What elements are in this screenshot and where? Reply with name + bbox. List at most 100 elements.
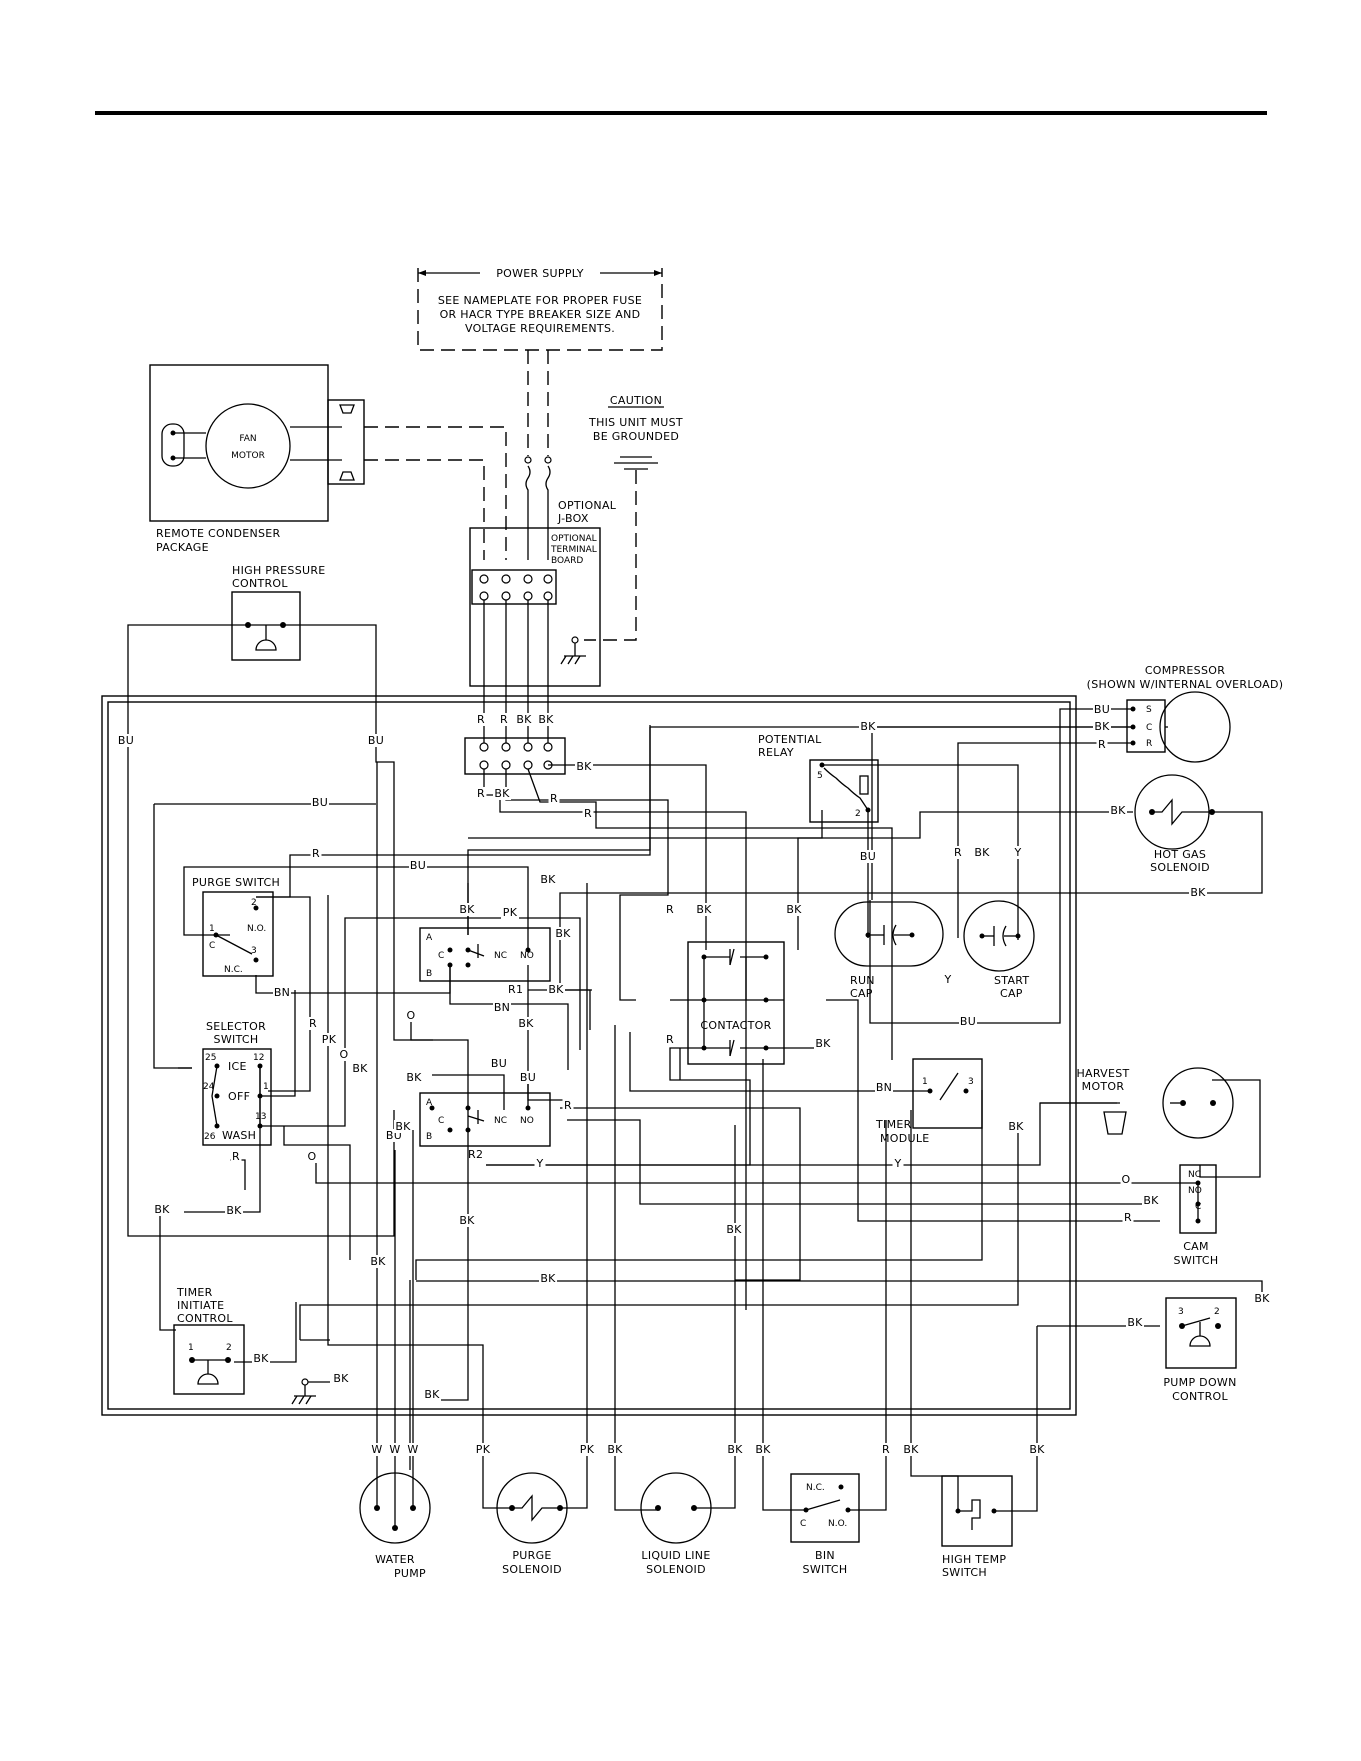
power-supply-box: POWER SUPPLY SEE NAMEPLATE FOR PROPER FU… (417, 267, 663, 351)
wire-label-backing (351, 1062, 369, 1075)
wire-label-backing (517, 1017, 535, 1030)
selector-off: OFF (228, 1090, 250, 1103)
contactor: CONTACTOR (670, 941, 785, 1065)
high-temp-label-2: SWITCH (942, 1566, 987, 1579)
wire-label-backing (117, 734, 135, 747)
wire-color-label: BK (815, 1037, 831, 1050)
relay-r2-a: A (426, 1098, 433, 1108)
wire-label-backing (1120, 1173, 1132, 1186)
wire-label-backing (725, 1223, 743, 1236)
fan-motor-label-2: MOTOR (231, 451, 265, 461)
bin-switch-label-2: SWITCH (803, 1563, 848, 1576)
wire-label-backing (973, 846, 991, 859)
wire-label-backing (695, 903, 713, 916)
wire-label-backing (537, 713, 555, 726)
compressor-terminal-c: C (1146, 723, 1152, 733)
purge-solenoid: PURGE SOLENOID (482, 1470, 588, 1576)
relay-r2: A C B NC NO R2 (419, 1092, 551, 1161)
caution-note: CAUTION THIS UNIT MUST BE GROUNDED (584, 394, 683, 641)
wire-label-backing (490, 1057, 508, 1070)
caution-line-2: BE GROUNDED (593, 430, 679, 443)
purge-solenoid-label-2: SOLENOID (502, 1563, 562, 1576)
timer-initiate-terminal-2: 2 (226, 1343, 232, 1353)
selector-terminal-25: 25 (205, 1053, 216, 1063)
hot-gas-solenoid: HOT GAS SOLENOID (1134, 774, 1215, 874)
potential-relay-terminal-5: 5 (817, 771, 823, 781)
wire-color-label: W (389, 1443, 400, 1456)
wire-label-backing (405, 1071, 423, 1084)
timer-initiate-terminal-1: 1 (188, 1343, 194, 1353)
pump-down-label-1: PUMP DOWN (1163, 1376, 1236, 1389)
wire-color-label: W (407, 1443, 418, 1456)
wire-label-backing (369, 1255, 387, 1268)
wire-label-backing (409, 859, 427, 872)
liquid-line-label-2: SOLENOID (646, 1563, 706, 1576)
wire-color-label: R (564, 1099, 572, 1112)
cam-switch-nc: NC (1188, 1170, 1201, 1180)
wire-color-label: BU (1094, 703, 1110, 716)
wire-color-label: BK (755, 1443, 771, 1456)
wire-color-label: BK (459, 1214, 475, 1227)
selector-wash: WASH (222, 1129, 256, 1142)
wire-label-backing (493, 787, 511, 800)
potential-relay: POTENTIAL RELAY 5 2 (758, 733, 879, 823)
liquid-line-solenoid: LIQUID LINE SOLENOID (614, 1470, 736, 1576)
pump-down-control: 3 2 PUMP DOWN CONTROL (1163, 1297, 1237, 1403)
purge-switch-terminal-2: 2 (251, 898, 257, 908)
wire-color-label: R (232, 1150, 240, 1163)
wire-label-backing (952, 846, 964, 859)
wire-label-backing (501, 906, 519, 919)
wire-label-backing (1253, 1292, 1271, 1305)
wire-color-label: BK (1190, 886, 1206, 899)
wire-color-label: BU (860, 850, 876, 863)
wire-label-backing (252, 1352, 270, 1365)
wire-color-label: Y (1013, 846, 1021, 859)
wire-label-backing (875, 1081, 893, 1094)
run-capacitor: RUN CAP (834, 901, 944, 1000)
start-cap-label-1: START (994, 974, 1029, 987)
power-supply-note-1: SEE NAMEPLATE FOR PROPER FUSE (438, 294, 642, 307)
wire-color-label: BU (368, 734, 384, 747)
jbox-label-2: J-BOX (557, 512, 589, 525)
wire-label-backing (307, 1017, 319, 1030)
timer-initiate-label-2: INITIATE (177, 1299, 224, 1312)
power-supply-note-3: VOLTAGE REQUIREMENTS. (465, 322, 615, 335)
wire-color-label: BK (253, 1352, 269, 1365)
wire-color-label: BN (494, 1001, 510, 1014)
wire-label-backing (548, 792, 560, 805)
wire-label-backing (474, 1443, 492, 1456)
wire-label-backing (664, 903, 676, 916)
wire-label-backing (389, 1443, 401, 1456)
relay-r2-name: R2 (468, 1148, 483, 1161)
power-supply-title: POWER SUPPLY (496, 267, 584, 280)
bin-switch-nc: N.C. (806, 1483, 825, 1493)
purge-switch-terminal-3: 3 (251, 946, 257, 956)
timer-module-terminal-1: 1 (922, 1077, 928, 1087)
fan-motor (205, 403, 291, 489)
wire-color-label: BK (726, 1223, 742, 1236)
wire-label-backing (332, 1372, 350, 1385)
terminal-board-label-3: BOARD (551, 556, 583, 566)
compressor-terminal-r: R (1146, 739, 1152, 749)
compressor-terminal-s: S (1146, 705, 1152, 715)
relay-r2-b: B (426, 1132, 432, 1142)
cam-switch: NC NO C CAM SWITCH (1174, 1164, 1218, 1267)
run-cap-label-1: RUN (850, 974, 875, 987)
wire-label-backing (498, 713, 510, 726)
wire-color-label: BK (540, 873, 556, 886)
high-temp-label-1: HIGH TEMP (942, 1553, 1006, 1566)
wire-label-backing (1122, 1211, 1134, 1224)
purge-solenoid-label-1: PURGE (512, 1549, 551, 1562)
wire-color-label: Y (893, 1157, 901, 1170)
wire-color-label: BU (118, 734, 134, 747)
cam-switch-label-1: CAM (1183, 1240, 1209, 1253)
selector-switch-label-1: SELECTOR (206, 1020, 266, 1033)
purge-switch: PURGE SWITCH 2 N.O. 1 C 3 N.C. (192, 876, 280, 977)
wire-color-label: BK (696, 903, 712, 916)
harvest-motor-label-1: HARVEST (1076, 1067, 1129, 1080)
wire-label-backing (859, 850, 877, 863)
wire-color-label: R (954, 846, 962, 859)
wire-color-label: R (550, 792, 558, 805)
wire-label-backing (562, 1099, 574, 1112)
